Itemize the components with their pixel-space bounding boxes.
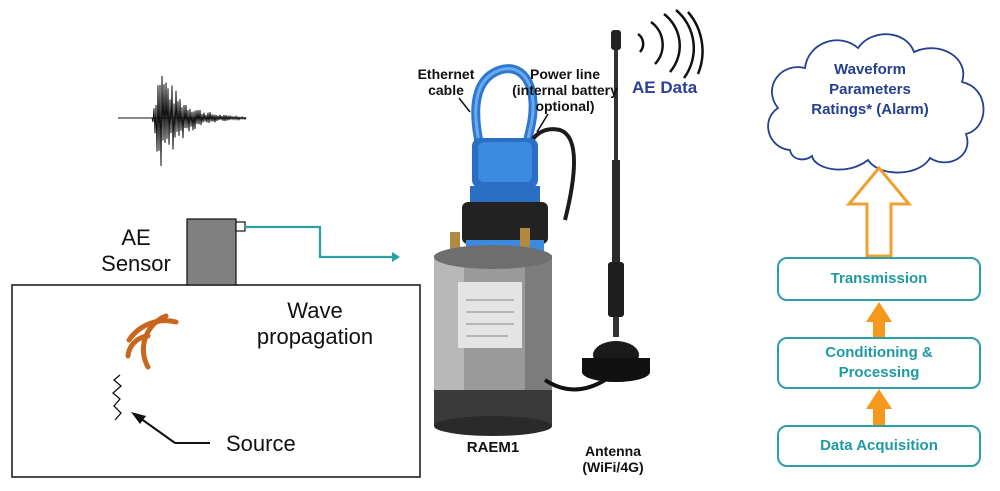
data-acquisition-box: Data Acquisition xyxy=(777,425,981,467)
ae-waveform-icon xyxy=(118,75,247,167)
transmission-label: Transmission xyxy=(830,270,928,287)
conditioning-processing-box: Conditioning & Processing xyxy=(777,337,981,389)
cloud-text: Waveform Parameters Ratings* (Alarm) xyxy=(811,61,929,118)
power-pointer xyxy=(536,113,549,133)
sensor-cable-line xyxy=(245,225,392,259)
sensor-connector xyxy=(235,221,246,232)
device-name-label: RAEM1 xyxy=(466,439,520,456)
wireless-signal-icon xyxy=(637,9,704,79)
source-label: Source xyxy=(226,431,296,456)
transmission-box: Transmission xyxy=(777,257,981,301)
ae-sensor xyxy=(186,218,237,286)
antenna-label: Antenna (WiFi/4G) xyxy=(582,443,644,475)
sensor-cable-arrowhead xyxy=(392,252,400,262)
power-line-label: Power line (internal battery optional) xyxy=(512,66,618,114)
flow-arrows xyxy=(866,302,892,425)
data-acquisition-label: Data Acquisition xyxy=(820,437,938,454)
source-pointer-arrowhead xyxy=(131,412,146,424)
conditioning-processing-label: Conditioning & Processing xyxy=(825,344,933,381)
ae-data-label: AE Data xyxy=(632,78,698,97)
upload-arrow-hollow xyxy=(845,165,913,258)
ethernet-cable-label: Ethernet cable xyxy=(417,66,475,98)
wave-propagation-label: Wave propagation xyxy=(256,298,374,349)
device-illustration xyxy=(434,30,650,436)
result-cloud xyxy=(767,33,985,174)
source-pointer-line-diag xyxy=(139,417,176,444)
antenna-cable xyxy=(543,378,607,392)
ethernet-pointer xyxy=(458,97,471,113)
crack-source-icon xyxy=(112,374,122,421)
structure-block xyxy=(11,284,421,478)
ae-sensor-label: AE Sensor xyxy=(101,225,171,276)
wave-propagation-arcs xyxy=(125,313,179,370)
